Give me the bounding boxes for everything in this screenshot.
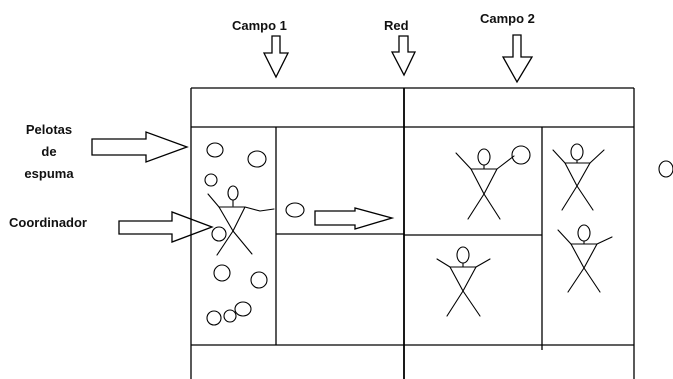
down-arrow-icon bbox=[501, 34, 534, 84]
label-coordinador: Coordinador bbox=[9, 215, 87, 230]
coordinator-figure-icon bbox=[207, 185, 275, 256]
ball-icon bbox=[206, 310, 222, 326]
label-de: de bbox=[41, 144, 57, 159]
right-arrow-icon bbox=[91, 131, 189, 163]
player-figure-icon bbox=[557, 224, 613, 293]
ball-icon bbox=[211, 226, 227, 242]
ball-icon bbox=[511, 145, 531, 165]
ball-icon bbox=[247, 150, 267, 168]
ball-icon bbox=[204, 173, 218, 187]
label-pelotas: Pelotas bbox=[25, 122, 73, 137]
player-figure-icon bbox=[455, 148, 515, 220]
ball-icon bbox=[250, 271, 268, 289]
down-arrow-icon bbox=[390, 35, 417, 77]
label-espuma: espuma bbox=[24, 166, 74, 181]
label-red: Red bbox=[384, 18, 409, 33]
court-lines bbox=[190, 87, 635, 379]
right-arrow-icon bbox=[314, 207, 395, 230]
player-figure-icon bbox=[436, 246, 491, 317]
ball-icon bbox=[285, 202, 305, 218]
ball-icon bbox=[213, 264, 231, 282]
player-figure-icon bbox=[552, 143, 605, 211]
label-pelotas-de-espuma: Pelotas de espuma bbox=[14, 122, 84, 182]
right-arrow-icon bbox=[118, 211, 214, 243]
foam-balls bbox=[204, 142, 673, 326]
label-campo-1: Campo 1 bbox=[232, 18, 287, 33]
down-arrow-icon bbox=[262, 35, 290, 79]
ball-icon bbox=[234, 301, 252, 317]
label-campo-2: Campo 2 bbox=[480, 11, 535, 26]
ball-icon bbox=[658, 160, 673, 178]
ball-icon bbox=[206, 142, 224, 158]
ball-icon bbox=[223, 309, 237, 323]
